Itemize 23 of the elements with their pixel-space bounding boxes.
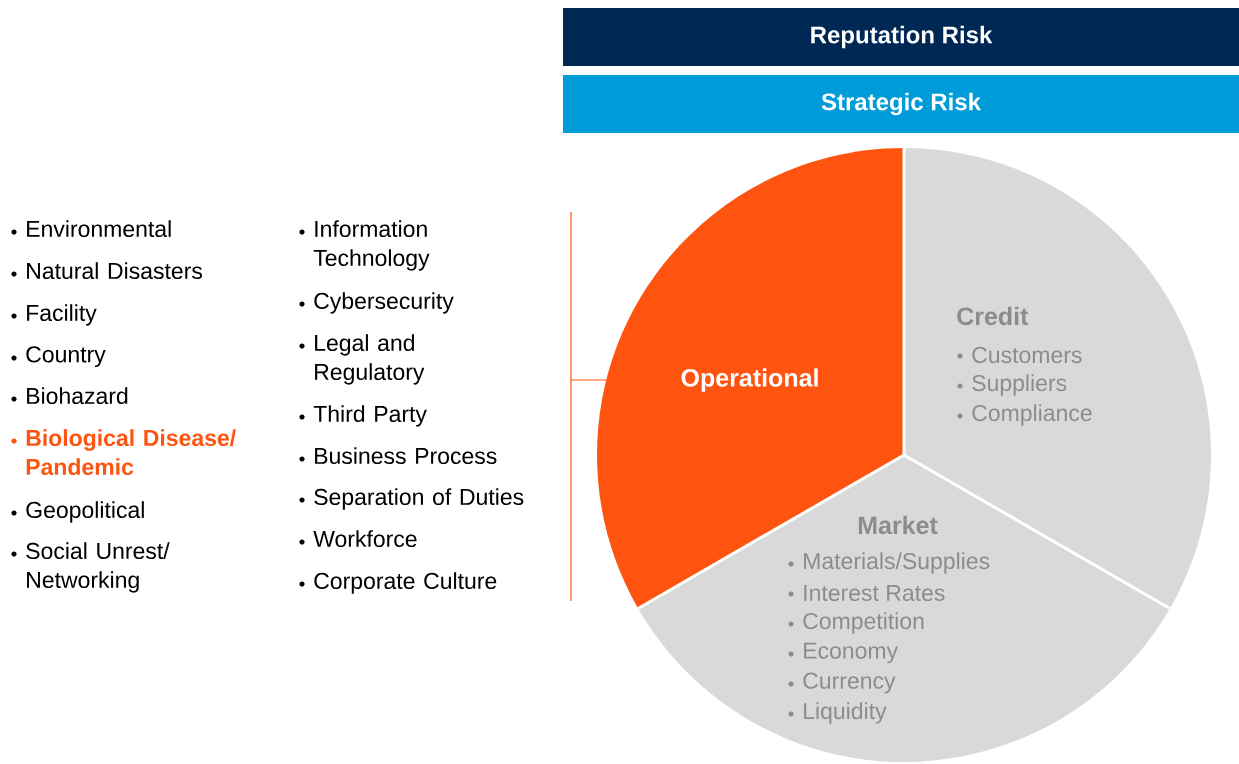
list-item: Country xyxy=(26,346,106,368)
list-item: Legal and Regulatory xyxy=(315,334,425,385)
node-label: Compliance xyxy=(972,404,1092,426)
list-item: Social Unrest/ Networking xyxy=(26,542,170,593)
list-item: Corporate Culture xyxy=(314,572,497,594)
list-item: Natural Disasters xyxy=(27,262,202,280)
list-item: Business Process xyxy=(315,447,497,465)
list-item: Third Party xyxy=(313,405,427,427)
node-label: Suppliers xyxy=(972,374,1067,396)
pie-slice: Market Materials/Supplies Interest Rates Competition Economy Currency Liquidity xyxy=(638,455,1170,763)
risk-band: Reputation Risk xyxy=(563,8,1239,66)
node-label: Credit xyxy=(957,306,1029,326)
risk-band: Strategic Risk xyxy=(563,75,1239,133)
list-item: Environmental xyxy=(27,220,171,238)
node-label: Customers xyxy=(972,346,1082,364)
list-item: Geopolitical xyxy=(26,501,144,523)
list-item: Biological Disease/ Pandemic xyxy=(26,429,236,476)
list-item: Biohazard xyxy=(27,387,128,405)
list-item: Separation of Duties xyxy=(314,488,524,510)
list-item: Information Technology xyxy=(313,220,430,271)
list-item: Workforce xyxy=(313,530,417,548)
list-item: Facility xyxy=(27,304,97,326)
list-item: Cybersecurity xyxy=(314,292,454,314)
